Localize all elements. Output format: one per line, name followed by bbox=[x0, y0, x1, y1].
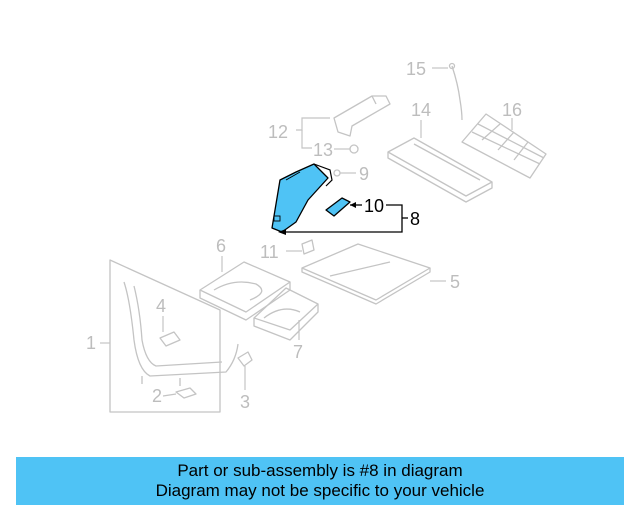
part-4-clip bbox=[159, 331, 181, 347]
banner-line-disclaimer: Diagram may not be specific to your vehi… bbox=[155, 481, 485, 500]
part-11-clip bbox=[301, 239, 315, 255]
callout-8[interactable]: 8 bbox=[410, 209, 420, 229]
callout-9[interactable]: 9 bbox=[359, 164, 369, 184]
part-9-clip bbox=[333, 169, 341, 177]
callout-14[interactable]: 14 bbox=[411, 100, 431, 120]
part-8-panel[interactable] bbox=[271, 163, 329, 233]
callout-11[interactable]: 11 bbox=[260, 242, 279, 262]
part-10-panel[interactable] bbox=[325, 197, 351, 217]
callout-4[interactable]: 4 bbox=[156, 296, 166, 316]
callout-12[interactable]: 12 bbox=[268, 122, 288, 142]
callout-15[interactable]: 15 bbox=[406, 59, 426, 79]
part-8-side-trim-highlighted[interactable] bbox=[271, 163, 333, 233]
part-1-back-panel bbox=[109, 259, 239, 413]
parts-diagram: 1 2 3 4 6 7 5 11 bbox=[86, 59, 547, 413]
callout-2[interactable]: 2 bbox=[152, 386, 162, 406]
part-13-fastener bbox=[349, 144, 359, 154]
callout-7[interactable]: 7 bbox=[293, 342, 303, 362]
callout-5[interactable]: 5 bbox=[450, 272, 460, 292]
callout-10[interactable]: 10 bbox=[364, 196, 384, 216]
callout-6[interactable]: 6 bbox=[216, 236, 226, 256]
callout-3[interactable]: 3 bbox=[240, 392, 250, 412]
part-6-tray bbox=[199, 261, 291, 321]
part-7-tray bbox=[253, 287, 319, 341]
part-16-cargo-net bbox=[461, 113, 547, 179]
part-14-tonneau-cover bbox=[387, 137, 493, 203]
part-10-cover-highlighted[interactable] bbox=[325, 197, 351, 217]
callout-16[interactable]: 16 bbox=[502, 100, 522, 120]
part-12-bracket bbox=[333, 95, 391, 137]
part-2-clip bbox=[175, 387, 197, 399]
callout-13[interactable]: 13 bbox=[313, 140, 333, 160]
part-3-clip bbox=[237, 351, 253, 367]
part-info-banner: Part or sub-assembly is #8 in diagram Di… bbox=[16, 457, 624, 505]
banner-line-part-info: Part or sub-assembly is #8 in diagram bbox=[177, 461, 463, 480]
callout-1[interactable]: 1 bbox=[86, 333, 96, 353]
part-5-floor-mat bbox=[301, 243, 431, 305]
part-15-hook bbox=[448, 62, 463, 121]
